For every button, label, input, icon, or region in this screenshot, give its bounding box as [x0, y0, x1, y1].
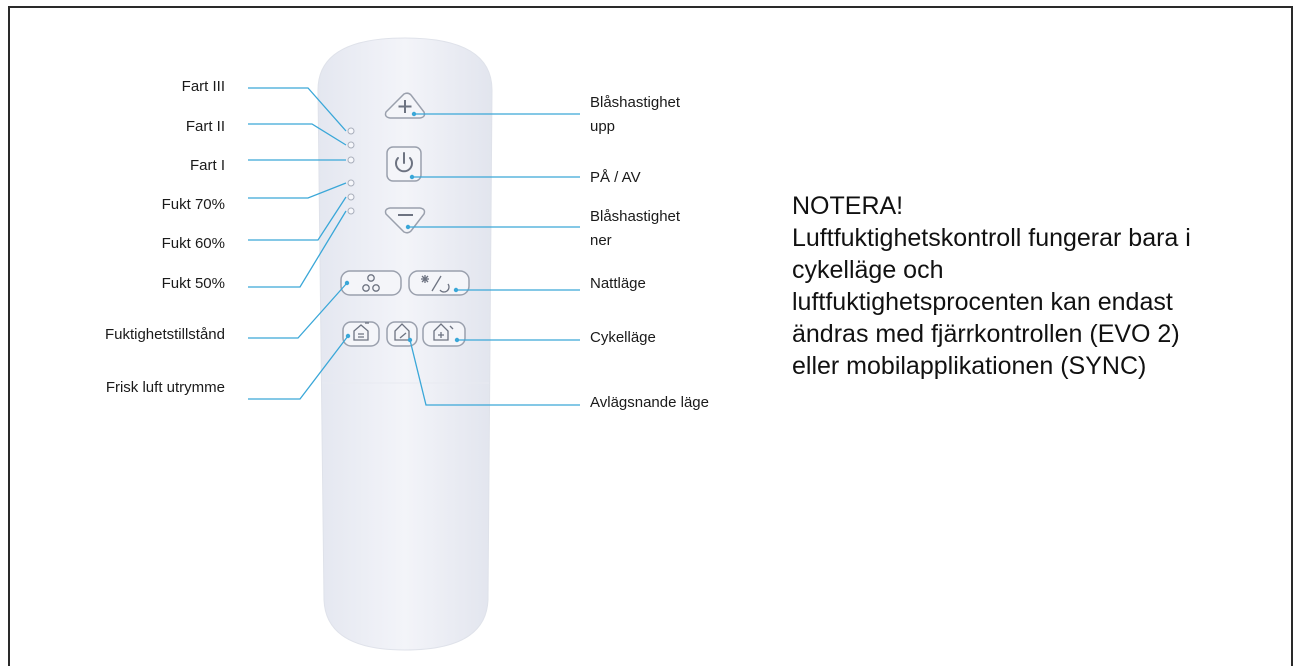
night-mode-icon [421, 275, 450, 293]
led-fukt50 [347, 207, 355, 215]
leader-frisk-luft [248, 335, 349, 400]
leader-fukt70 [248, 182, 347, 199]
plus-button[interactable] [384, 92, 426, 119]
label-blas-ner: Blåshastighet ner [590, 208, 681, 249]
led-fukt70 [347, 179, 355, 187]
fresh-air-house-icon [353, 322, 369, 341]
label-fart1: Fart I [189, 157, 225, 174]
led-fart2 [347, 141, 355, 149]
indicator-leds [347, 127, 355, 215]
label-pa-av: PÅ / AV [590, 169, 641, 186]
note-title: NOTERA! [792, 192, 904, 220]
label-avlagsnande: Avlägsnande läge [590, 394, 709, 411]
fresh-air-button[interactable] [342, 321, 380, 347]
note-line: cykelläge och [792, 256, 944, 284]
leader-fuktighetstillstand [248, 282, 348, 339]
label-cykellage: Cykelläge [590, 329, 656, 346]
leader-fart2 [248, 123, 347, 146]
label-fukt70: Fukt 70% [161, 196, 225, 213]
label-fukt50: Fukt 50% [161, 275, 225, 292]
dehumidify-button[interactable] [386, 321, 418, 347]
led-fart3 [347, 127, 355, 135]
leader-dots [344, 111, 460, 343]
note-line: ändras med fjärrkontrollen (EVO 2) [792, 320, 1180, 348]
label-frisk-luft: Frisk luft utrymme [105, 379, 225, 396]
label-fart2: Fart II [185, 118, 225, 135]
leader-fukt50 [248, 210, 347, 288]
label-fuktighetstillstand: Fuktighetstillstånd [104, 326, 225, 343]
humidity-button[interactable] [340, 270, 402, 296]
label-fukt60: Fukt 60% [161, 235, 225, 252]
cycle-house-icon [433, 323, 454, 341]
led-fart1 [347, 156, 355, 164]
diagram-frame [8, 6, 1293, 666]
minus-button[interactable] [384, 207, 426, 234]
note-line: luftfuktighetsprocenten kan endast [792, 288, 1173, 316]
led-fukt60 [347, 193, 355, 201]
power-icon [395, 152, 413, 173]
label-nattlage: Nattläge [590, 275, 646, 292]
note-line: Luftfuktighetskontroll fungerar bara i [792, 224, 1191, 252]
leader-fart3 [248, 87, 347, 132]
leader-lines [248, 87, 580, 406]
label-fart3: Fart III [181, 78, 225, 95]
leader-avlagsnande [409, 339, 580, 406]
leader-fukt60 [248, 196, 347, 241]
note-line: eller mobilapplikationen (SYNC) [792, 352, 1147, 380]
plus-icon [398, 100, 412, 113]
cycle-button[interactable] [422, 321, 466, 347]
humidity-drops-icon [362, 274, 380, 292]
night-mode-button[interactable] [408, 270, 470, 296]
dehumidify-house-icon [394, 323, 410, 341]
label-blas-upp: Blåshastighet upp [590, 94, 681, 135]
power-button[interactable] [386, 146, 422, 182]
note-block: NOTERA! Luftfuktighetskontroll fungerar … [792, 190, 1292, 382]
